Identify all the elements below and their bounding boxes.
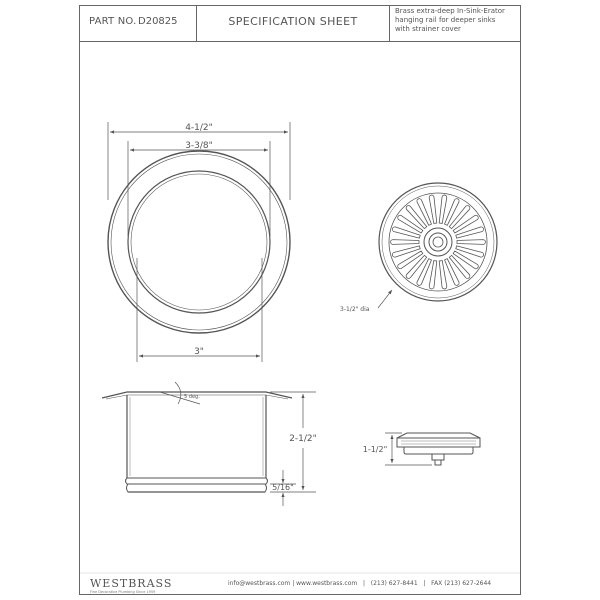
footer-separator: | <box>423 580 426 587</box>
footer-contact: info@westbrass.com | www.westbrass.com |… <box>228 580 491 587</box>
brand-tagline: Fine Decorative Plumbing Since 1959 <box>90 590 156 594</box>
dimension-strainer-height <box>385 432 432 466</box>
title-cell: SPECIFICATION SHEET <box>197 6 390 41</box>
strainer-slot <box>452 214 479 234</box>
strainer-slot <box>405 254 428 279</box>
strainer-slot <box>438 260 448 290</box>
strainer-slot <box>392 226 421 239</box>
footer-separator: | <box>292 580 295 587</box>
strainer-slot <box>438 194 448 224</box>
strainer-slot <box>397 250 424 270</box>
strainer-slots <box>390 194 486 290</box>
dimension-bottom-diameter <box>136 258 263 362</box>
dimension-strainer-diameter-label: 3-1/2" dia <box>340 306 370 313</box>
strainer-slot <box>444 258 460 286</box>
strainer-slot <box>397 214 424 234</box>
strainer-slot <box>428 194 438 224</box>
dimension-height <box>270 391 316 493</box>
spec-sheet-frame: PART NO. D20825 SPECIFICATION SHEET Bras… <box>79 5 521 595</box>
dimension-lip-label: 5/16" <box>272 483 294 492</box>
dimension-angle-label: 5 deg. <box>184 394 200 400</box>
dimension-lip <box>270 470 296 506</box>
description-line: hanging rail for deeper sinks <box>395 16 496 24</box>
strainer-slot <box>392 245 421 258</box>
dimension-outer-diameter <box>107 122 291 200</box>
dimension-bottom-diameter-label: 3" <box>194 347 204 357</box>
sheet-title: SPECIFICATION SHEET <box>228 15 358 28</box>
dimension-height-label: 2-1/2" <box>289 434 317 444</box>
flange-side-view <box>101 391 293 493</box>
description-line: with strainer cover <box>395 25 461 33</box>
spec-header: PART NO. D20825 SPECIFICATION SHEET Bras… <box>80 6 520 42</box>
strainer-slot <box>405 205 428 230</box>
dimension-strainer-diameter <box>377 289 393 309</box>
part-number-value: D20825 <box>138 16 178 27</box>
footer-separator: | <box>362 580 365 587</box>
description-cell: Brass extra-deep In-Sink-Erator hanging … <box>390 6 520 41</box>
footer-email: info@westbrass.com <box>228 580 291 587</box>
strainer-slot <box>416 198 432 226</box>
footer-phone: (213) 627-8441 <box>370 580 418 587</box>
part-number-cell: PART NO. D20825 <box>80 6 197 41</box>
dimension-strainer-height-label: 1-1/2" <box>363 445 388 454</box>
dimension-angle <box>159 381 201 405</box>
dimension-outer-diameter-label: 4-1/2" <box>185 123 213 133</box>
dimension-inner-diameter-label: 3-3/8" <box>185 141 213 151</box>
part-number-label: PART NO. <box>89 16 137 27</box>
strainer-slot <box>428 260 438 290</box>
strainer-side-view <box>396 432 481 466</box>
product-description: Brass extra-deep In-Sink-Erator hanging … <box>395 7 519 34</box>
strainer-slot <box>390 239 420 245</box>
brand-logo: WESTBRASS <box>90 577 173 590</box>
flange-top-view <box>107 150 291 334</box>
strainer-slot <box>455 226 484 239</box>
strainer-slot <box>416 258 432 286</box>
footer-website: www.westbrass.com <box>296 580 358 587</box>
description-line: Brass extra-deep In-Sink-Erator <box>395 7 505 15</box>
strainer-top-view <box>378 182 498 302</box>
dimension-inner-diameter <box>127 141 271 236</box>
strainer-slot <box>452 250 479 270</box>
strainer-slot <box>448 205 471 230</box>
strainer-slot <box>455 245 484 258</box>
strainer-slot <box>448 254 471 279</box>
footer-fax: FAX (213) 627-2644 <box>431 580 492 587</box>
strainer-slot <box>456 239 486 245</box>
strainer-slot <box>444 198 460 226</box>
